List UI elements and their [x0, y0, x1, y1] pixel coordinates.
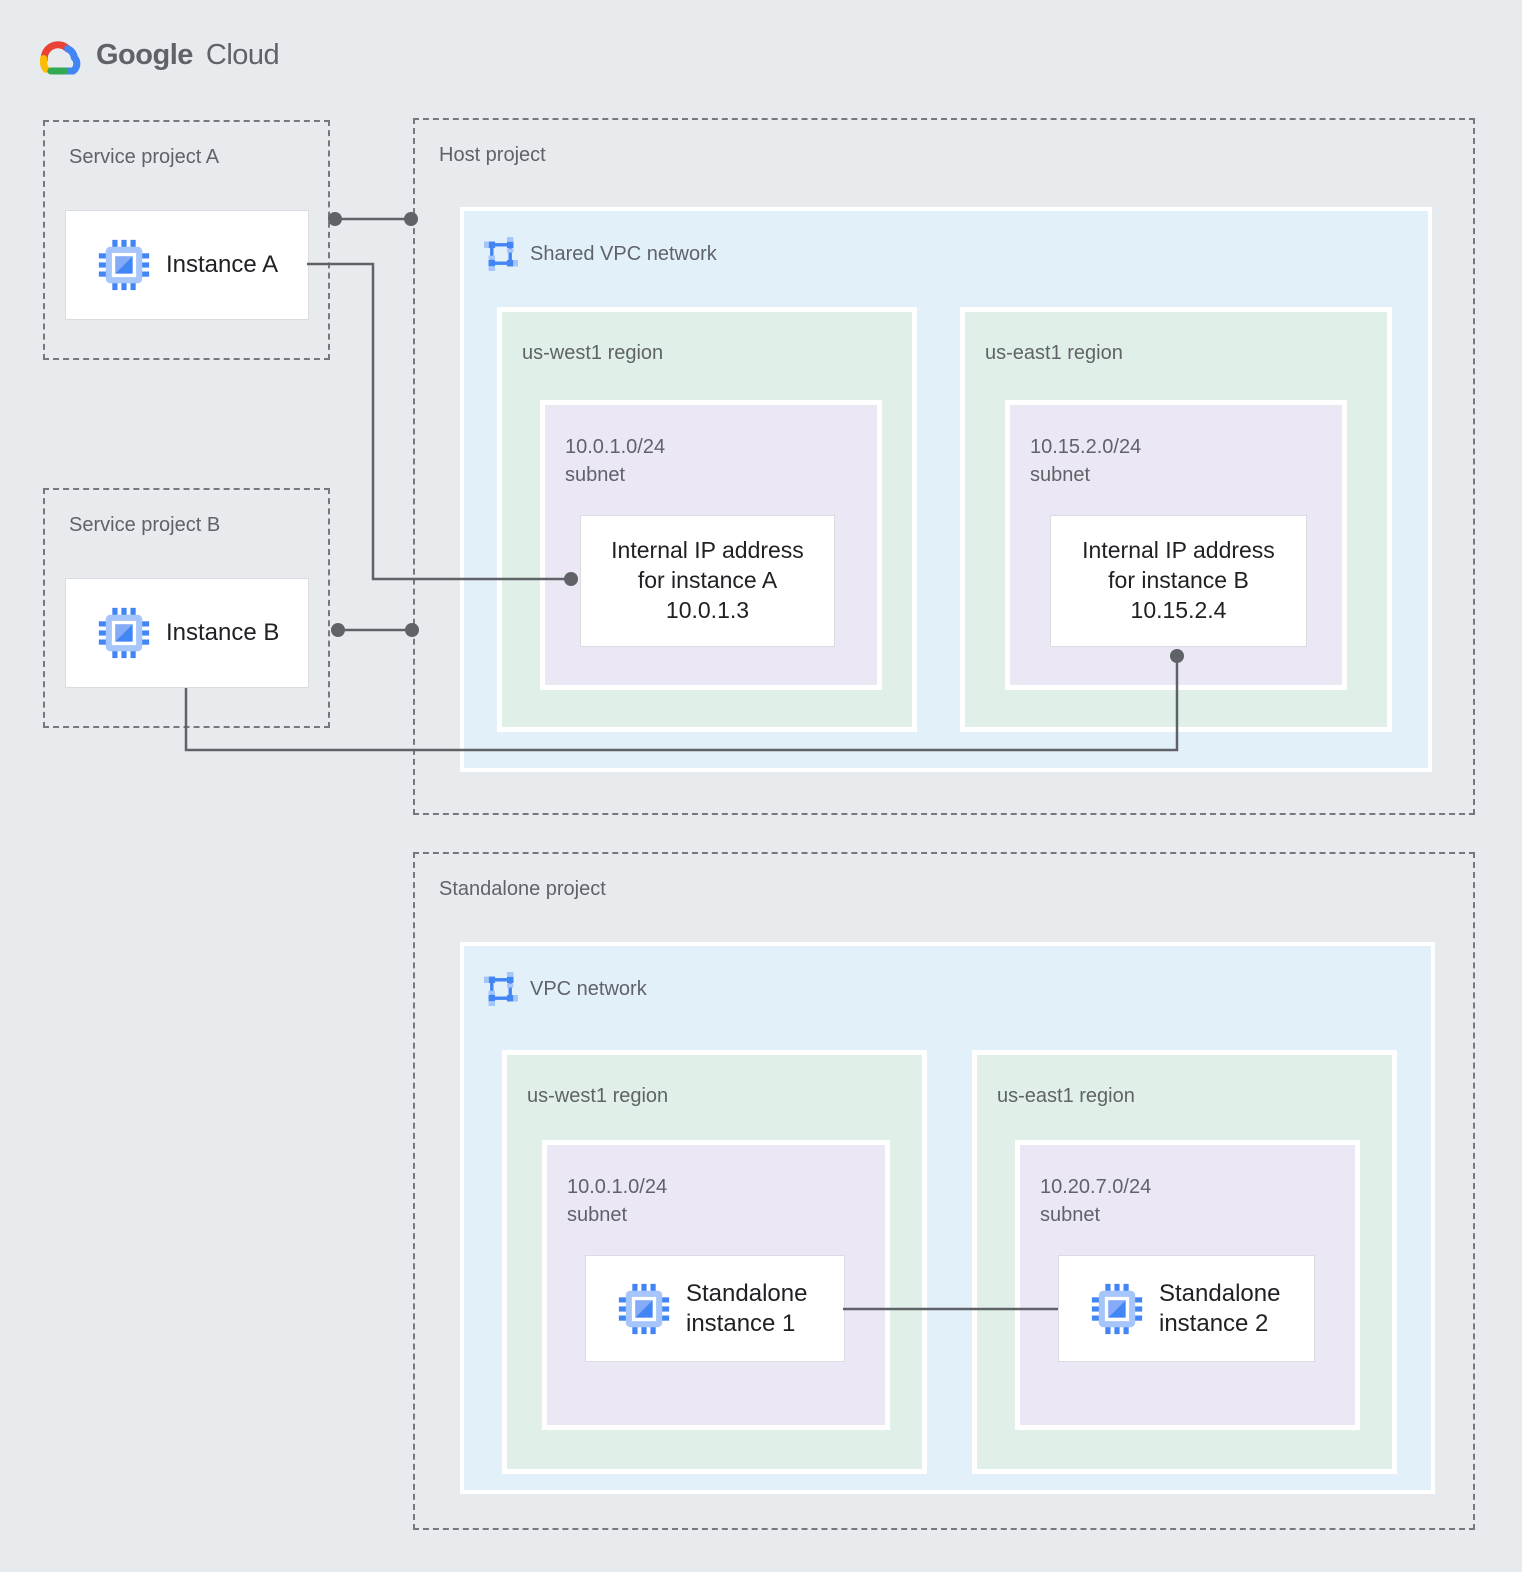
standalone-project-box: Standalone project	[413, 852, 1475, 1530]
service-project-a-box: Service project A Instance A	[43, 120, 330, 360]
service-project-b-box: Service project B Instance B	[43, 488, 330, 728]
logo-product-text: Cloud	[205, 39, 280, 71]
host-west-subnet-label: 10.0.1.0/24 subnet	[565, 433, 665, 489]
compute-instance-icon	[98, 239, 150, 291]
compute-instance-icon	[1091, 1283, 1143, 1334]
compute-instance-icon	[98, 607, 150, 659]
standalone-instance-2-label: Standalone instance 2	[1159, 1279, 1280, 1338]
vpc-network-icon	[484, 237, 518, 271]
standalone-us-east1-region-box: us-east1 region 10.20.7.0/24 subnet	[972, 1050, 1397, 1474]
standalone-us-east1-region-label: us-east1 region	[997, 1085, 1135, 1107]
subnet-word: subnet	[565, 464, 626, 486]
shared-vpc-network-header: Shared VPC network	[484, 237, 717, 271]
subnet-cidr: 10.0.1.0/24	[567, 1176, 668, 1198]
host-east-subnet-label: 10.15.2.0/24 subnet	[1030, 433, 1141, 489]
standalone-west-subnet-box: 10.0.1.0/24 subnet	[542, 1140, 890, 1430]
shared-vpc-network-label: Shared VPC network	[530, 242, 717, 265]
vpc-network-icon	[484, 972, 518, 1006]
ip-line: 10.0.1.3	[665, 596, 750, 623]
instance-line: instance 2	[1159, 1309, 1269, 1337]
subnet-word: subnet	[567, 1204, 628, 1226]
ip-line: Internal IP address	[611, 537, 804, 564]
connector-dot	[328, 212, 342, 226]
host-project-label: Host project	[439, 144, 546, 166]
subnet-cidr: 10.15.2.0/24	[1030, 436, 1142, 458]
vpc-network-label: VPC network	[530, 977, 647, 1000]
standalone-instance-1-card: Standalone instance 1	[585, 1255, 845, 1362]
standalone-us-west1-region-box: us-west1 region 10.0.1.0/24 subnet	[502, 1050, 927, 1474]
vpc-network-box: VPC network us-west1 region 10.0.1.0/24 …	[460, 942, 1435, 1494]
instance-line: Standalone	[686, 1280, 808, 1308]
host-east-subnet-box: 10.15.2.0/24 subnet Internal IP address …	[1005, 400, 1347, 690]
host-us-west1-region-label: us-west1 region	[522, 342, 664, 364]
ip-line: Internal IP address	[1082, 537, 1275, 564]
host-us-east1-region-label: us-east1 region	[985, 342, 1123, 364]
instance-b-label: Instance B	[166, 619, 280, 647]
host-project-box: Host project	[413, 118, 1475, 815]
compute-instance-icon	[618, 1283, 670, 1334]
subnet-word: subnet	[1040, 1204, 1101, 1226]
standalone-project-label: Standalone project	[439, 878, 606, 900]
google-cloud-logo-icon	[39, 41, 81, 75]
host-us-east1-region-box: us-east1 region 10.15.2.0/24 subnet Inte…	[960, 307, 1392, 732]
standalone-east-subnet-label: 10.20.7.0/24 subnet	[1040, 1173, 1151, 1229]
internal-ip-b-card: Internal IP address for instance B 10.15…	[1050, 515, 1307, 647]
ip-line: for instance A	[637, 567, 778, 594]
instance-line: instance 1	[686, 1309, 796, 1337]
instance-line: Standalone	[1159, 1280, 1281, 1308]
standalone-west-subnet-label: 10.0.1.0/24 subnet	[567, 1173, 667, 1229]
standalone-instance-2-card: Standalone instance 2	[1058, 1255, 1315, 1362]
internal-ip-a-card: Internal IP address for instance A 10.0.…	[580, 515, 835, 647]
service-project-a-label: Service project A	[69, 146, 220, 168]
instance-a-label: Instance A	[166, 251, 279, 279]
vpc-network-header: VPC network	[484, 972, 647, 1006]
standalone-us-west1-region-label: us-west1 region	[527, 1085, 669, 1107]
host-us-west1-region-box: us-west1 region 10.0.1.0/24 subnet Inter…	[497, 307, 917, 732]
connector-dot	[331, 623, 345, 637]
instance-b-card: Instance B	[65, 578, 309, 688]
internal-ip-b-text: Internal IP address for instance B 10.15…	[1051, 536, 1306, 626]
subnet-cidr: 10.20.7.0/24	[1040, 1176, 1152, 1198]
standalone-instance-1-label: Standalone instance 1	[686, 1279, 807, 1338]
instance-a-card: Instance A	[65, 210, 309, 320]
google-cloud-logo: Google Cloud	[33, 36, 280, 75]
logo-brand-text: Google	[96, 39, 193, 71]
standalone-east-subnet-box: 10.20.7.0/24 subnet	[1015, 1140, 1360, 1430]
host-west-subnet-box: 10.0.1.0/24 subnet Internal IP address f…	[540, 400, 882, 690]
shared-vpc-network-box: Shared VPC network us-west1 region 10.0.…	[460, 207, 1432, 772]
service-project-b-label: Service project B	[69, 514, 221, 536]
ip-line: 10.15.2.4	[1130, 596, 1227, 623]
subnet-cidr: 10.0.1.0/24	[565, 436, 666, 458]
ip-line: for instance B	[1108, 567, 1249, 594]
internal-ip-a-text: Internal IP address for instance A 10.0.…	[581, 536, 834, 626]
subnet-word: subnet	[1030, 464, 1091, 486]
